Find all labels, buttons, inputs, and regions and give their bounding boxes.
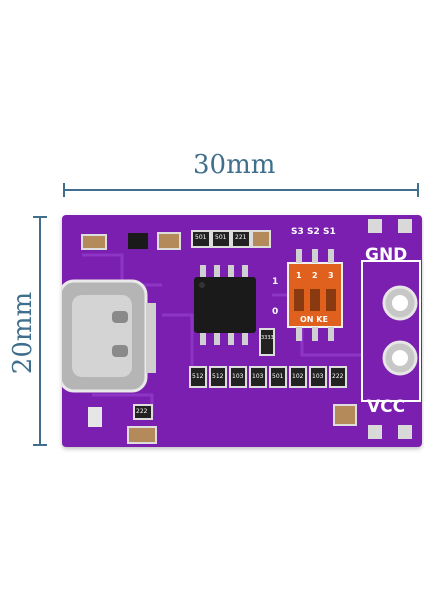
code-row-0: 512: [192, 373, 204, 380]
switch-on-ke-label: ON KE: [300, 315, 328, 324]
pcb-artwork: [62, 219, 421, 444]
code-vertical: 3333: [261, 335, 274, 341]
marker-1: 1: [272, 277, 279, 287]
code-top-1: 501: [215, 234, 227, 241]
switch-number-2: 2: [312, 271, 318, 280]
code-top-2: 221: [235, 234, 247, 241]
height-dimension-label: 20mm: [8, 291, 39, 375]
code-small: 222: [136, 408, 148, 415]
height-dimension-line: [33, 216, 47, 446]
marker-0: 0: [272, 307, 279, 317]
code-row-3: 103: [252, 373, 264, 380]
switch-number-1: 1: [296, 271, 302, 280]
code-top-0: 501: [195, 234, 207, 241]
code-row-6: 103: [312, 373, 324, 380]
width-dimension-line: [63, 183, 419, 197]
code-row-1: 512: [212, 373, 224, 380]
code-row-5: 102: [292, 373, 304, 380]
switch-label-s3: S3: [291, 227, 304, 237]
width-dimension-label: 30mm: [193, 150, 276, 180]
switch-label-s2: S2: [307, 227, 320, 237]
code-row-7: 222: [332, 373, 344, 380]
switch-label-s1: S1: [323, 227, 336, 237]
switch-number-3: 3: [328, 271, 334, 280]
pcb-board: GND VCC S3 S2 S1 1 2 3 ON KE 1 0 501 501…: [62, 215, 422, 447]
vcc-label: VCC: [367, 397, 406, 417]
gnd-label: GND: [365, 245, 408, 265]
code-row-4: 501: [272, 373, 284, 380]
code-row-2: 103: [232, 373, 244, 380]
